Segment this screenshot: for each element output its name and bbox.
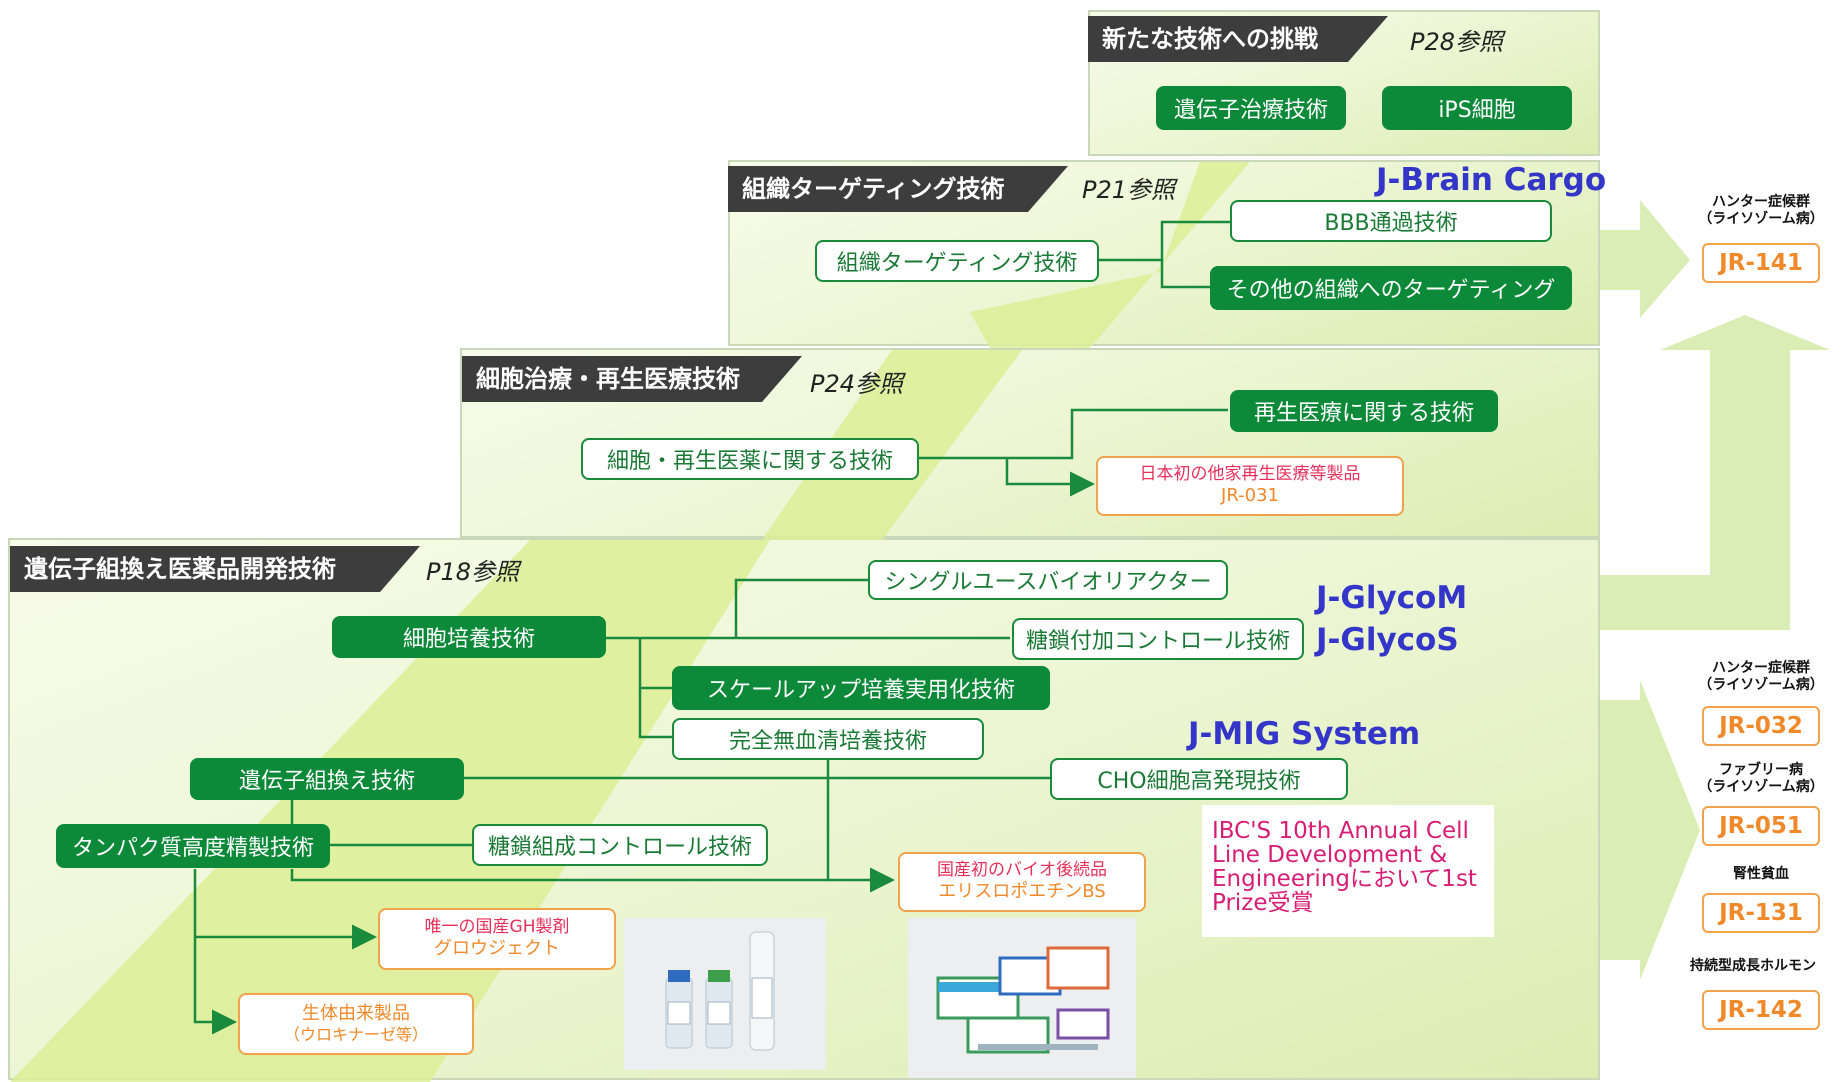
biosimilar-line1: 国産初のバイオ後続品 [937, 860, 1107, 881]
product-jr031-box: 日本初の他家再生医療等製品 JR-031 [1096, 456, 1404, 516]
biosimilar-line2: エリスロポエチンBS [938, 881, 1106, 903]
single-use-bioreactor-box: シングルユースバイオリアクター [868, 560, 1228, 600]
pipeline-bottom-1-caption2: （ライソゾーム病） [1698, 778, 1824, 795]
pipeline-jr141: JR-141 [1702, 243, 1820, 283]
serum-free-culture-box: 完全無血清培養技術 [672, 718, 984, 760]
regen-medicine-tech-box: 再生医療に関する技術 [1230, 390, 1498, 432]
pipeline-bottom-0-caption: ハンター症候群 （ライソゾーム病） [1686, 660, 1836, 694]
bio-derived-product-box: 生体由来製品 （ウロキナーゼ等） [238, 993, 474, 1055]
growject-box: 唯一の国産GH製剤 グロウジェクト [378, 908, 616, 970]
pipeline-bottom-3-caption: 持続型成長ホルモン [1690, 958, 1840, 975]
panel-ref-targeting: P21参照 [1082, 176, 1176, 204]
cell-culture-box: 細胞培養技術 [332, 616, 606, 658]
arrow-to-bottom-pipeline [1600, 680, 1700, 980]
pipeline-bottom-1-caption1: ファブリー病 [1719, 762, 1803, 778]
bio-derived-line2: （ウロキナーゼ等） [283, 1025, 428, 1045]
pipeline-jr131: JR-131 [1702, 893, 1820, 933]
other-tissue-targeting-box: その他の組織へのターゲティング [1210, 266, 1572, 310]
panel-ref-challenge: P28参照 [1410, 28, 1504, 56]
award-note: IBC'S 10th Annual Cell Line Development … [1202, 805, 1494, 937]
glycan-addition-control-box: 糖鎖付加コントロール技術 [1012, 618, 1304, 660]
panel-title-challenge: 新たな技術への挑戦 [1088, 16, 1388, 62]
pipeline-bottom-2-caption: 腎性貧血 [1686, 866, 1836, 883]
vials-photo [624, 918, 826, 1070]
growject-line1: 唯一の国産GH製剤 [424, 917, 570, 938]
panel-ref-recombinant: P18参照 [426, 558, 520, 586]
tissue-targeting-source-box: 組織ターゲティング技術 [815, 240, 1099, 282]
gene-therapy-box: 遺伝子治療技術 [1156, 86, 1346, 130]
brand-j-glycos: J-GlycoS [1316, 622, 1459, 658]
scale-up-culture-box: スケールアップ培養実用化技術 [672, 666, 1050, 710]
pipeline-bottom-0-caption2: （ライソゾーム病） [1698, 676, 1824, 693]
product-jr031-line2: JR-031 [1221, 485, 1279, 507]
biosimilar-epo-box: 国産初のバイオ後続品 エリスロポエチンBS [898, 852, 1146, 912]
pipeline-jr032: JR-032 [1702, 706, 1820, 746]
brand-j-glycom: J-GlycoM [1316, 580, 1468, 616]
pipeline-bottom-2-caption1: 腎性貧血 [1733, 866, 1789, 882]
cho-high-expression-box: CHO細胞高発現技術 [1050, 758, 1348, 800]
cell-regen-source-box: 細胞・再生医薬に関する技術 [581, 438, 919, 480]
panel-title-recombinant: 遺伝子組換え医薬品開発技術 [10, 546, 420, 592]
bio-derived-line1: 生体由来製品 [302, 1002, 410, 1024]
product-jr031-line1: 日本初の他家再生医療等製品 [1139, 464, 1361, 485]
pipeline-bottom-0-caption1: ハンター症候群 [1712, 660, 1810, 676]
gene-recombination-box: 遺伝子組換え技術 [190, 758, 464, 800]
pipeline-jr142: JR-142 [1702, 990, 1820, 1030]
ips-cell-box: iPS細胞 [1382, 86, 1572, 130]
growject-line2: グロウジェクト [434, 938, 560, 960]
pipeline-top-caption2: （ライソゾーム病） [1698, 210, 1824, 227]
glycan-composition-control-box: 糖鎖組成コントロール技術 [472, 824, 768, 866]
pipeline-top-caption: ハンター症候群 （ライソゾーム病） [1686, 194, 1836, 228]
epo-boxes-photo [908, 918, 1136, 1078]
brand-j-mig-system: J-MIG System [1188, 716, 1421, 752]
panel-ref-cell-therapy: P24参照 [810, 370, 904, 398]
pipeline-top-caption1: ハンター症候群 [1712, 194, 1810, 210]
arrow-up-elbow [1560, 315, 1830, 630]
panel-diagonal-arrow [10, 540, 770, 1082]
brand-j-brain-cargo: J-Brain Cargo [1376, 162, 1607, 198]
pipeline-jr051: JR-051 [1702, 806, 1820, 846]
protein-purification-box: タンパク質高度精製技術 [56, 824, 330, 868]
panel-title-cell-therapy: 細胞治療・再生医療技術 [462, 356, 802, 402]
pipeline-bottom-3-caption1: 持続型成長ホルモン [1690, 958, 1816, 974]
panel-title-targeting: 組織ターゲティング技術 [728, 166, 1068, 212]
pipeline-bottom-1-caption: ファブリー病 （ライソゾーム病） [1686, 762, 1836, 796]
bbb-transport-box: BBB通過技術 [1230, 200, 1552, 242]
award-text: IBC'S 10th Annual Cell Line Development … [1212, 818, 1477, 916]
